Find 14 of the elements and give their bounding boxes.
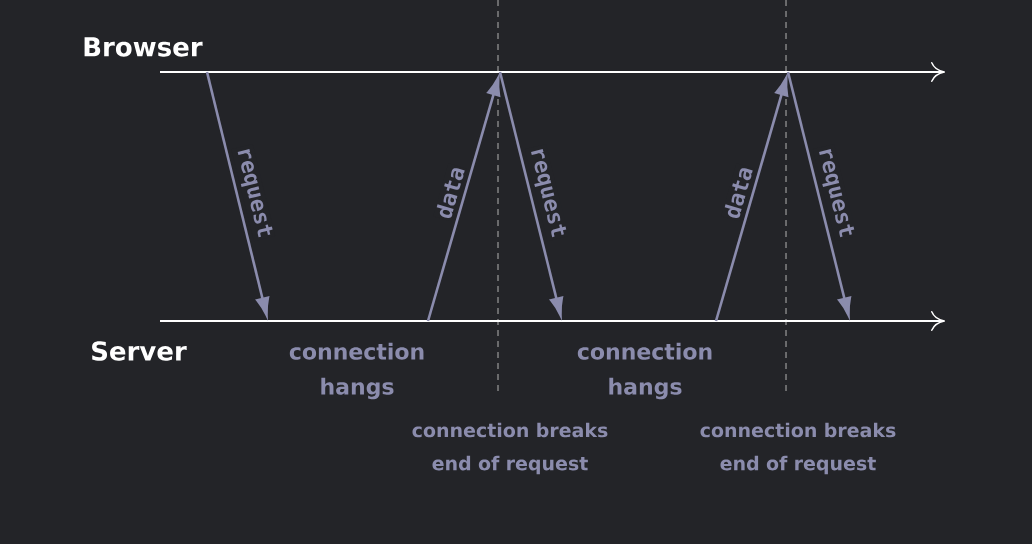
lifeline — [159, 62, 945, 82]
lifeline-label: Browser — [84, 37, 203, 57]
lifeline — [159, 311, 945, 331]
annotation: end of request — [432, 455, 588, 475]
annotation: connection hangs — [577, 342, 712, 400]
edge-label: data — [721, 163, 755, 222]
lifeline-label: Server — [92, 341, 187, 361]
annotation: connection breaks — [412, 422, 608, 438]
arrow — [426, 76, 501, 322]
edge-label: data — [433, 163, 467, 222]
arrow — [714, 76, 789, 322]
annotation: end of request — [720, 455, 876, 475]
annotation: connection breaks — [700, 422, 896, 438]
annotation: connection hangs — [289, 342, 424, 400]
